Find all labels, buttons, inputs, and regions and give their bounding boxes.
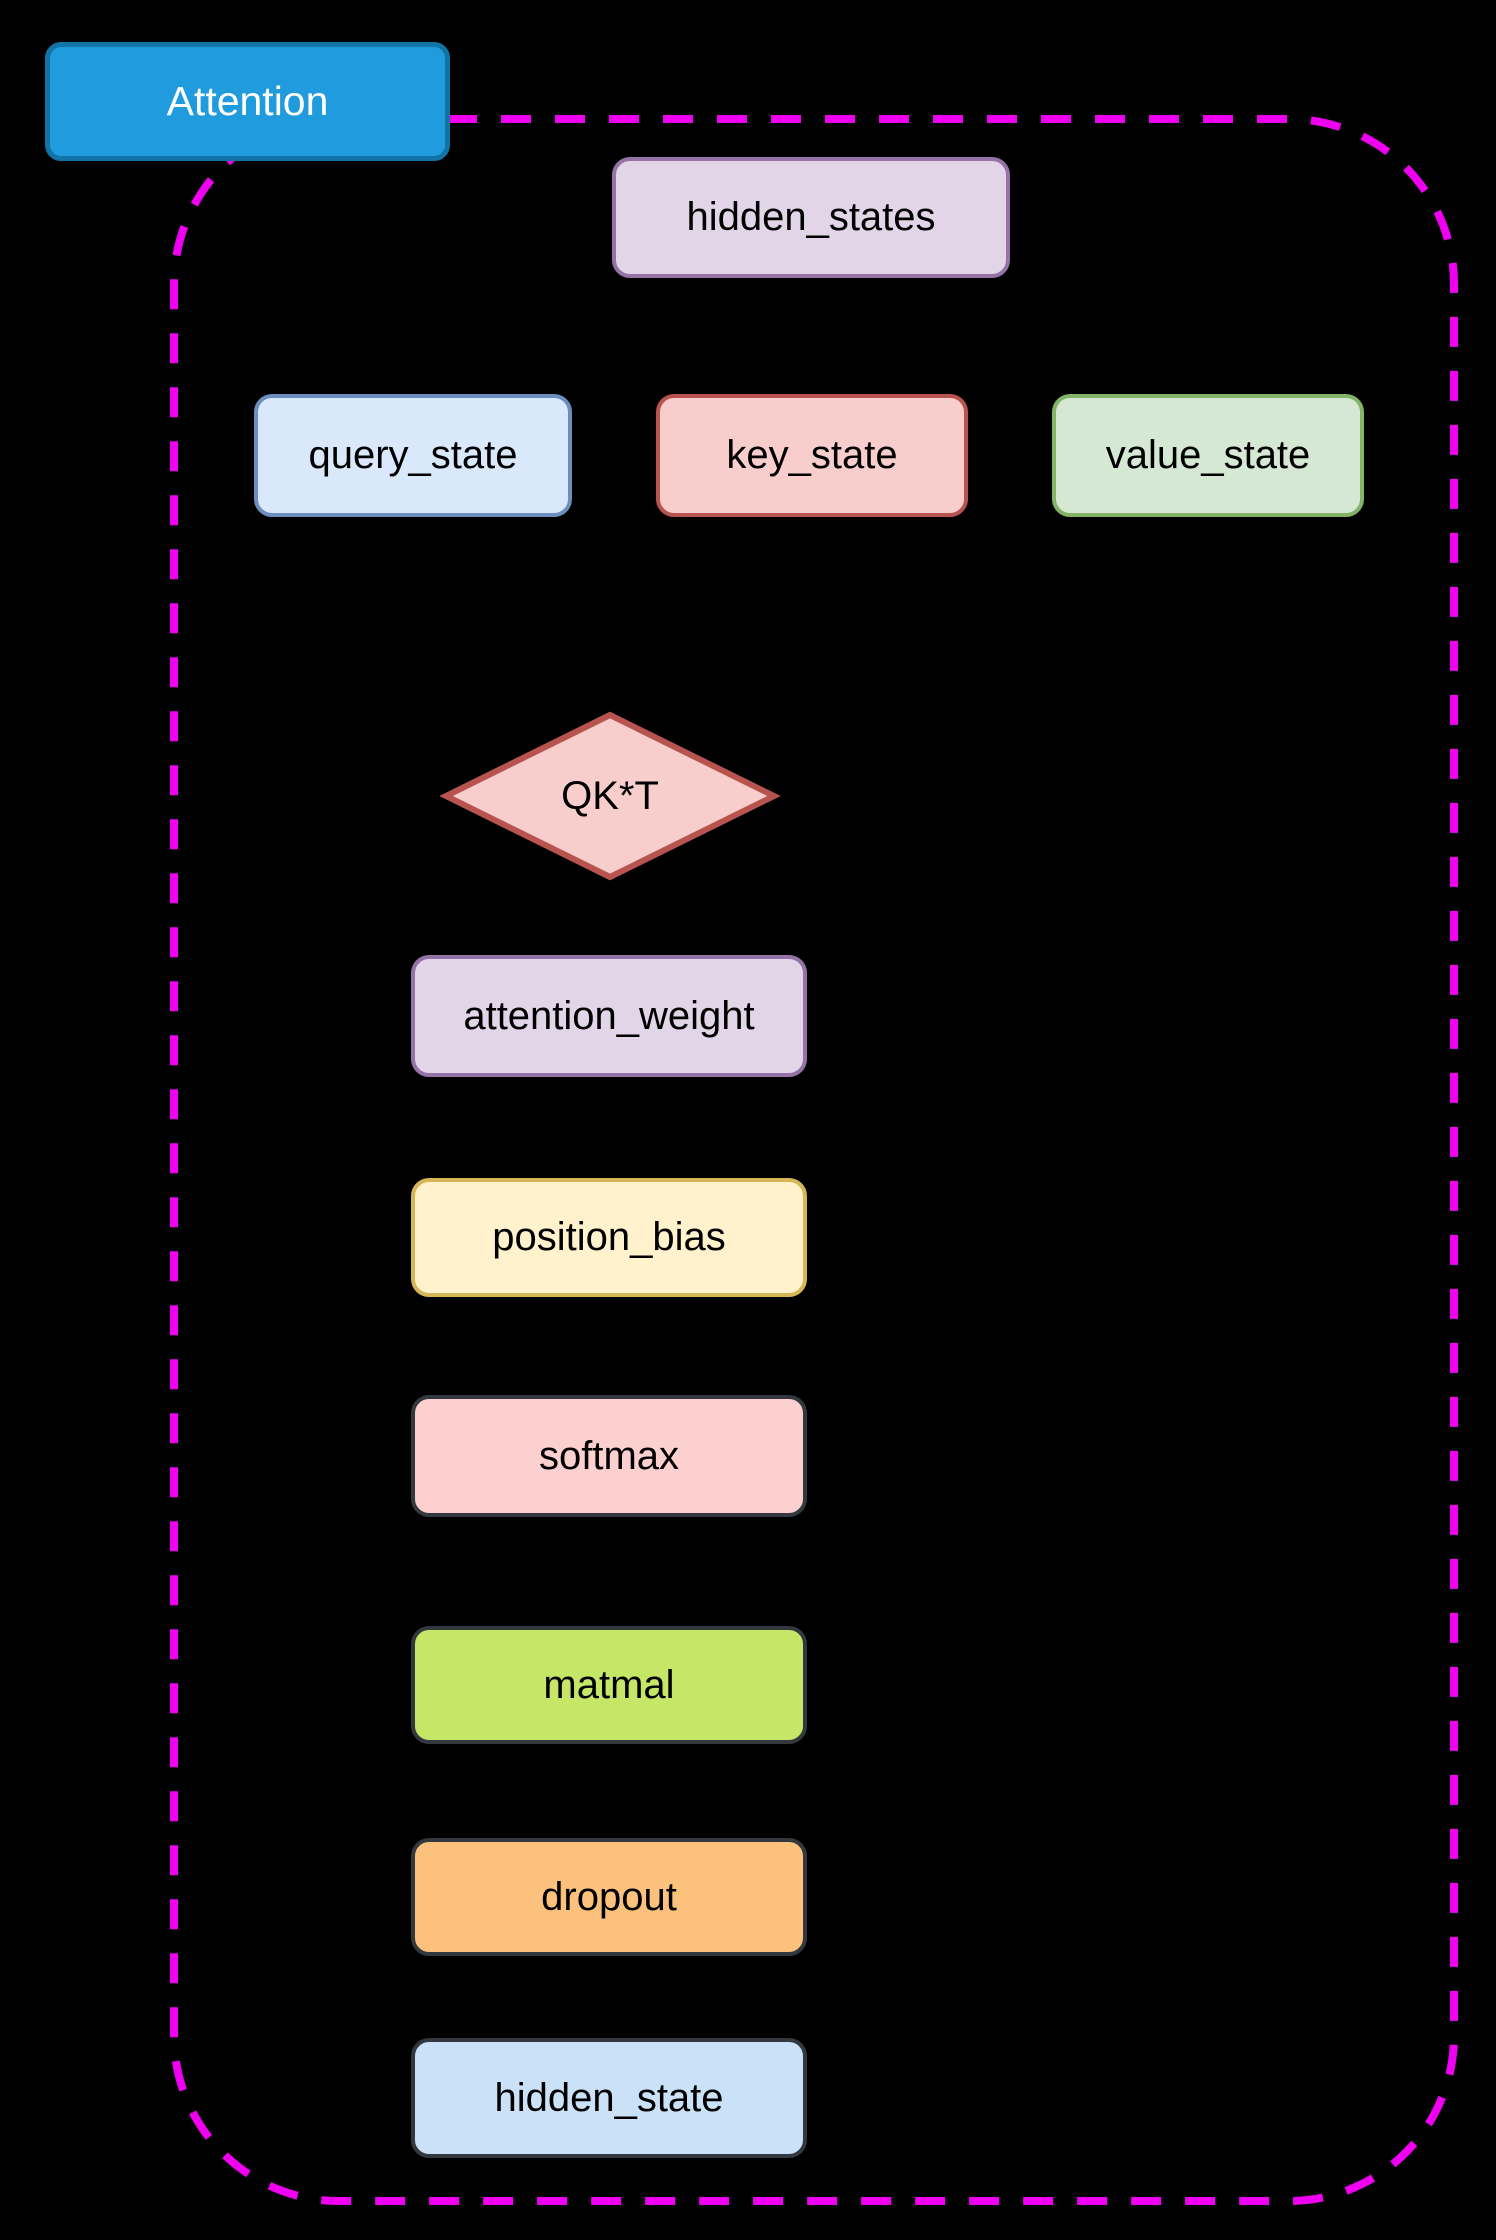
- node-hidden-states: hidden_states: [612, 157, 1010, 278]
- node-query-state: query_state: [254, 394, 572, 517]
- node-matmal: matmal: [411, 1626, 807, 1744]
- qkt-diamond-label: QK*T: [561, 773, 659, 818]
- node-attention-weight: attention_weight: [411, 955, 807, 1077]
- node-softmax: softmax: [411, 1395, 807, 1517]
- node-key-state: key_state: [656, 394, 968, 517]
- node-dropout: dropout: [411, 1838, 807, 1956]
- group-boundary-rect: [170, 115, 1458, 2205]
- node-value-state: value_state: [1052, 394, 1364, 517]
- attention-group-boundary: [170, 115, 1458, 2205]
- node-hidden-state: hidden_state: [411, 2038, 807, 2158]
- node-position-bias: position_bias: [411, 1178, 807, 1297]
- node-qkt-diamond: QK*T: [440, 710, 780, 882]
- attention-group-title: Attention: [45, 42, 450, 161]
- qkt-diamond-shape: [440, 711, 780, 881]
